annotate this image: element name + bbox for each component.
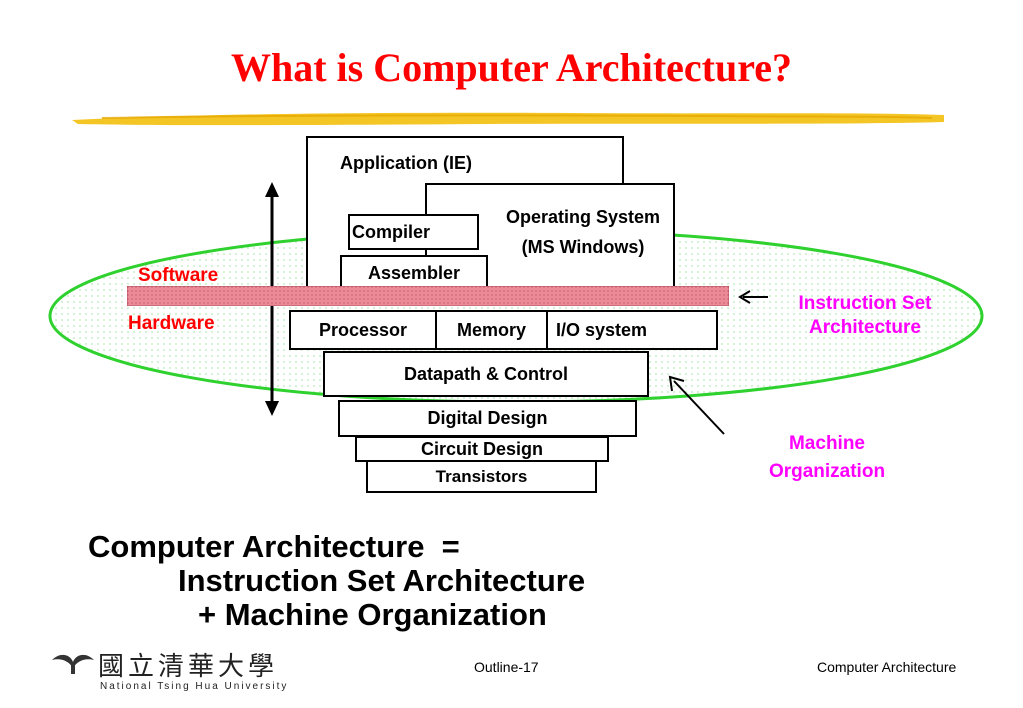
machine-organization-annotation: Machine Organization bbox=[768, 433, 886, 482]
isa-annotation: Instruction Set Architecture bbox=[798, 293, 932, 338]
isa-arrow-head bbox=[738, 290, 751, 304]
university-name-english: National Tsing Hua University bbox=[100, 681, 289, 692]
digital-design-box: Digital Design bbox=[338, 400, 637, 437]
isa-bar bbox=[127, 286, 729, 306]
arrow-head-up bbox=[265, 182, 279, 197]
datapath-control-box: Datapath & Control bbox=[323, 351, 649, 397]
transistors-box: Transistors bbox=[366, 460, 597, 493]
memory-box: Memory bbox=[435, 310, 548, 350]
machine-org-arrow bbox=[673, 380, 725, 435]
machine-org-arrow-head bbox=[668, 375, 685, 392]
software-label: Software bbox=[138, 265, 219, 286]
arrow-head-down bbox=[265, 401, 279, 416]
page-number: Outline-17 bbox=[474, 659, 539, 675]
equation-line-2: Instruction Set Architecture bbox=[178, 563, 586, 598]
application-label: Application (IE) bbox=[340, 153, 472, 173]
circuit-design-box: Circuit Design bbox=[355, 436, 609, 462]
os-label: Operating System (MS Windows) bbox=[505, 207, 661, 257]
compiler-box: Compiler bbox=[348, 214, 479, 250]
university-logo-icon bbox=[52, 654, 94, 674]
slide-title: What is Computer Architecture? bbox=[230, 45, 793, 90]
processor-box: Processor bbox=[289, 310, 437, 350]
hardware-label: Hardware bbox=[128, 313, 215, 334]
equation-line-1: Computer Architecture = bbox=[88, 529, 460, 564]
course-name: Computer Architecture bbox=[817, 659, 957, 675]
title-underline-brush bbox=[72, 112, 944, 126]
assembler-box: Assembler bbox=[340, 255, 488, 290]
equation-line-3: + Machine Organization bbox=[198, 597, 547, 632]
university-name-chinese: 國立清華大學 bbox=[98, 652, 279, 682]
io-system-box: I/O system bbox=[546, 310, 718, 350]
